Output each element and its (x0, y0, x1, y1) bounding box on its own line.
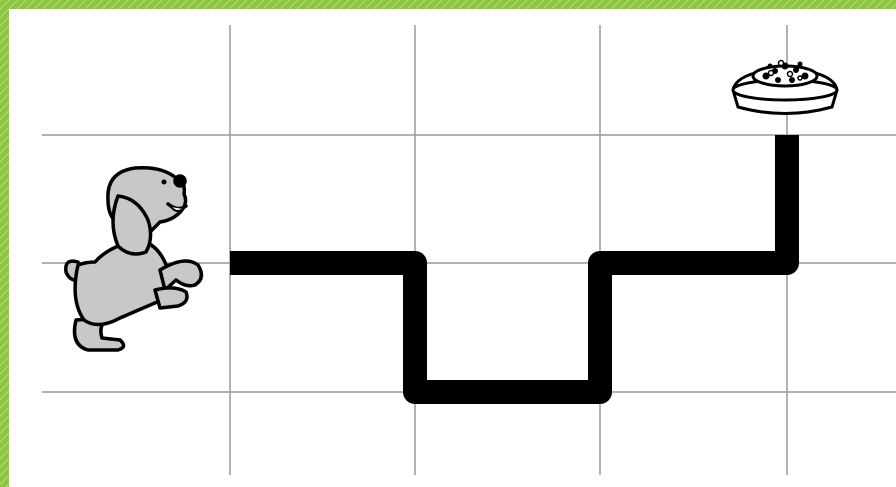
border-top (0, 0, 896, 9)
border-left (0, 0, 9, 487)
food-bowl-icon (733, 61, 837, 114)
dog-icon (66, 168, 202, 350)
